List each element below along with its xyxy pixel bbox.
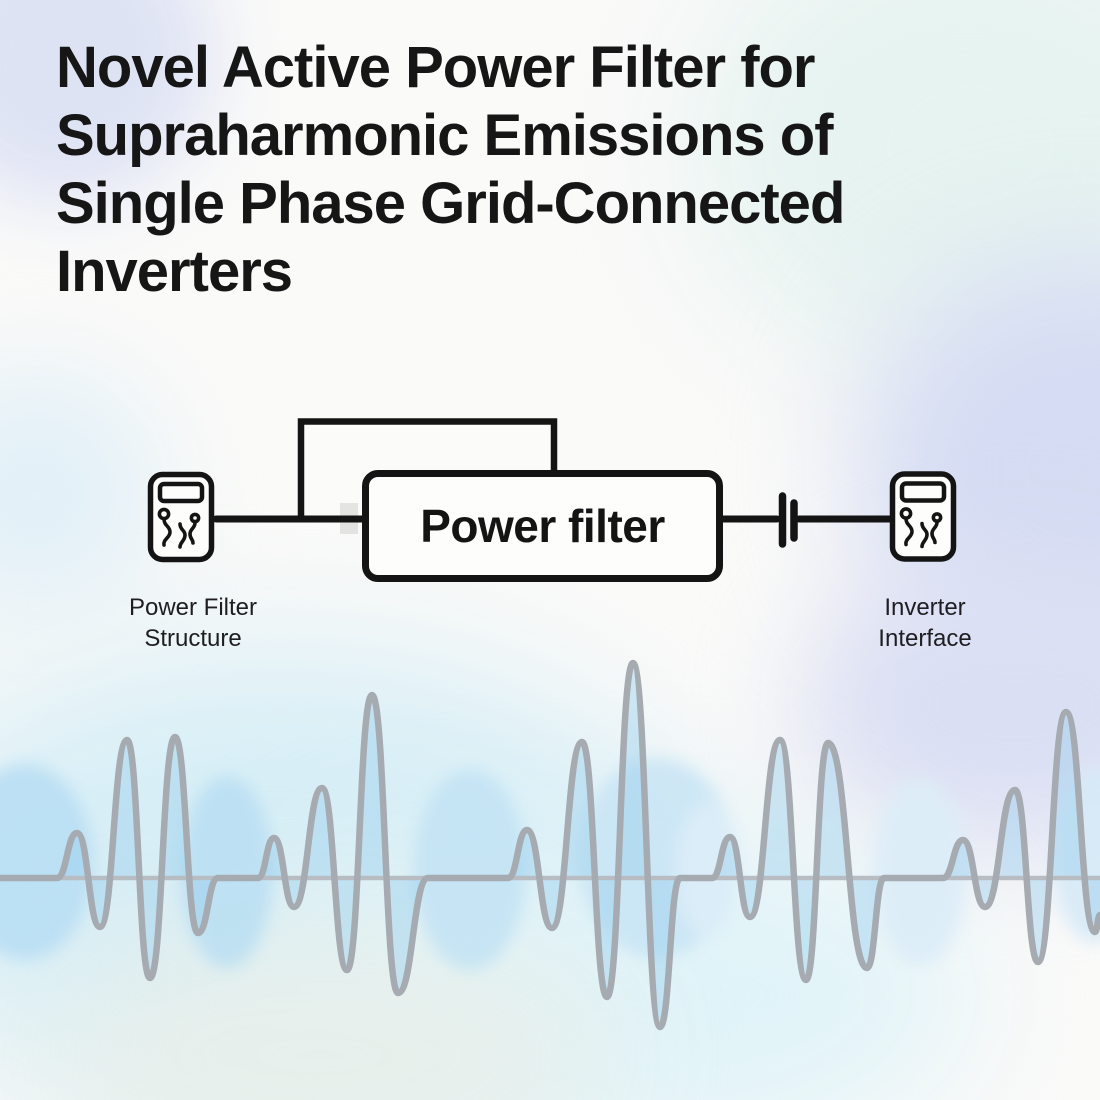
title-line-2: Supraharmonic Emissions of bbox=[56, 103, 834, 168]
page-title: Novel Active Power Filter for Supraharmo… bbox=[56, 34, 845, 306]
title-line-1: Novel Active Power Filter for bbox=[56, 35, 816, 100]
capacitor-icon bbox=[778, 492, 798, 548]
inverter-interface-label-line-2: Interface bbox=[878, 625, 972, 652]
power-filter-box: Power filter bbox=[362, 470, 723, 582]
inverter-interface-label: Inverter Interface bbox=[815, 592, 1035, 654]
title-line-4: Inverters bbox=[56, 239, 293, 304]
power-filter-structure-label-line-2: Structure bbox=[144, 625, 242, 652]
power-filter-box-label: Power filter bbox=[420, 500, 665, 552]
title-line-3: Single Phase Grid-Connected bbox=[56, 171, 845, 236]
power-filter-structure-label-line-1: Power Filter bbox=[128, 594, 258, 621]
power-filter-structure-icon bbox=[151, 475, 212, 560]
power-filter-structure-label: Power Filter Structure bbox=[83, 592, 303, 654]
inverter-interface-icon bbox=[893, 474, 954, 559]
inverter-interface-label-line-1: Inverter bbox=[884, 594, 966, 621]
